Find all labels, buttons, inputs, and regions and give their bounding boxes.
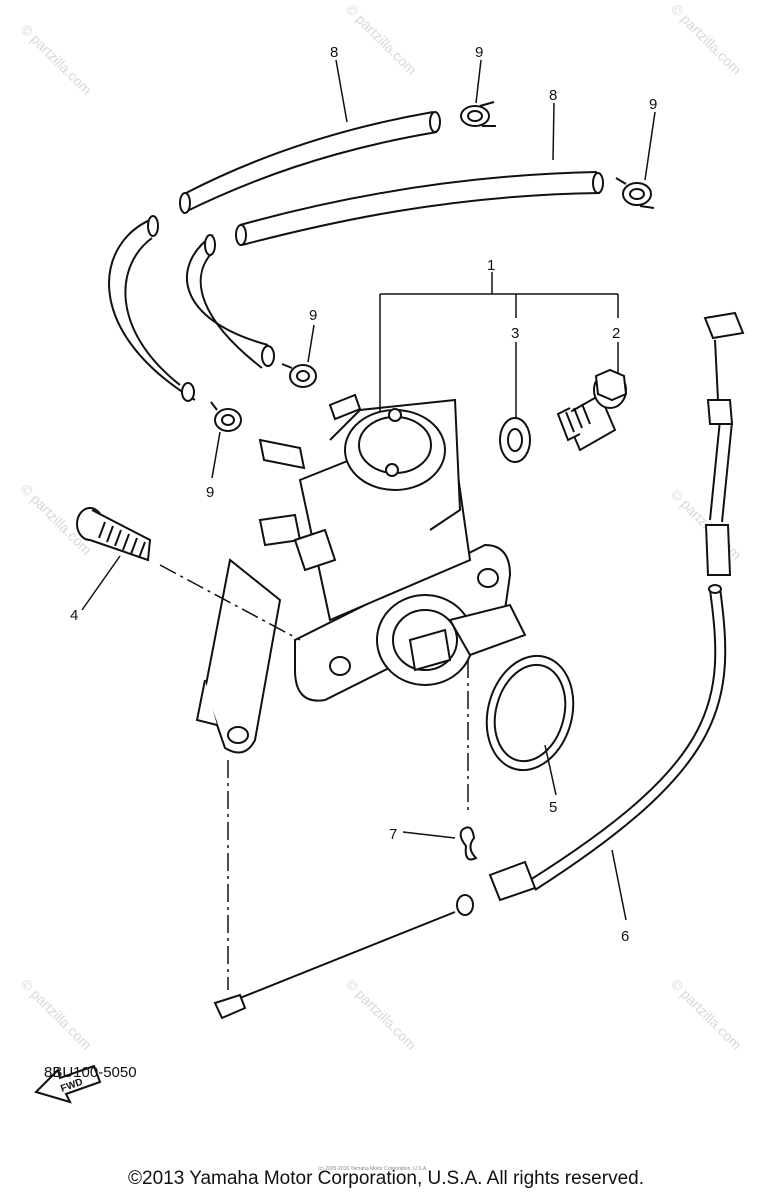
cable-clip	[459, 826, 478, 861]
callout-9-right: 9	[649, 96, 657, 113]
callout-6: 6	[621, 928, 629, 945]
callout-8-upper: 8	[330, 44, 338, 61]
hose-clip-middle	[281, 363, 317, 388]
callout-5: 5	[549, 799, 557, 816]
fuel-hose-upper	[108, 111, 441, 402]
watermark: © partzilla.com	[343, 1, 420, 78]
alignment-lines	[159, 564, 469, 990]
callout-9-middle: 9	[309, 307, 317, 324]
diagram-part-code: 8BU100-5050	[44, 1064, 137, 1081]
watermark: © partzilla.com	[668, 976, 745, 1053]
callout-3: 3	[511, 325, 519, 342]
hose-clip-right	[615, 177, 655, 209]
copyright-notice: ©2013 Yamaha Motor Corporation, U.S.A. A…	[128, 1168, 644, 1189]
oil-pump	[195, 393, 527, 754]
hose-clip-top	[460, 101, 496, 127]
washer	[499, 417, 531, 463]
tiny-credit: (c) 2005-2016 Yamaha Motor Corporation, …	[318, 1166, 428, 1172]
union-bolt	[556, 368, 628, 452]
callout-2: 2	[612, 325, 620, 342]
hose-clip-left	[210, 401, 242, 432]
callout-7: 7	[389, 826, 397, 843]
leader-lines	[81, 59, 656, 921]
fuel-hose-lower	[186, 171, 604, 369]
watermark: © partzilla.com	[343, 976, 420, 1053]
callout-1: 1	[487, 257, 495, 274]
watermark: © partzilla.com	[18, 21, 95, 98]
callout-4: 4	[70, 607, 78, 624]
forward-arrow-icon: FWD	[34, 1064, 102, 1104]
o-ring	[485, 654, 575, 772]
callout-9-left: 9	[206, 484, 214, 501]
callout-9-top: 9	[475, 44, 483, 61]
watermark: © partzilla.com	[668, 1, 745, 78]
mounting-bolt	[76, 507, 152, 562]
callout-8-lower: 8	[549, 87, 557, 104]
watermark: © partzilla.com	[18, 976, 95, 1053]
pump-cable	[213, 311, 745, 1020]
